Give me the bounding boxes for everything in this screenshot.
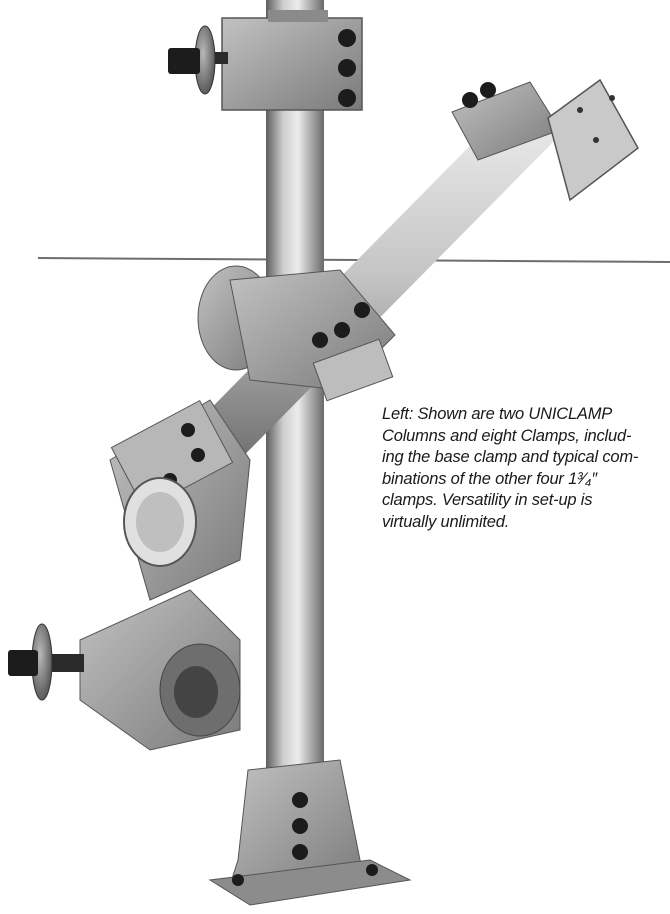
elbow-clamp	[109, 399, 251, 601]
figure-caption: Left: Shown are two UNICLAMP Columns and…	[382, 404, 662, 533]
caption-line: Left: Shown are two UNICLAMP	[382, 405, 613, 423]
caption-line: Columns and eight Clamps, includ-	[382, 426, 632, 445]
base-clamp	[208, 759, 412, 906]
knob-clamp	[8, 589, 241, 751]
caption-line: binations of the other four 1³⁄₄″	[382, 469, 597, 488]
caption-line: clamps. Versatility in set-up is	[382, 491, 593, 509]
top-clamp	[168, 10, 363, 111]
horizontal-rule	[37, 257, 670, 263]
caption-line: ing the base clamp and typical com-	[382, 448, 639, 466]
caption-line: virtually unlimited.	[382, 512, 510, 531]
cross-clamp	[197, 265, 396, 402]
end-clamp-plate	[451, 78, 639, 202]
